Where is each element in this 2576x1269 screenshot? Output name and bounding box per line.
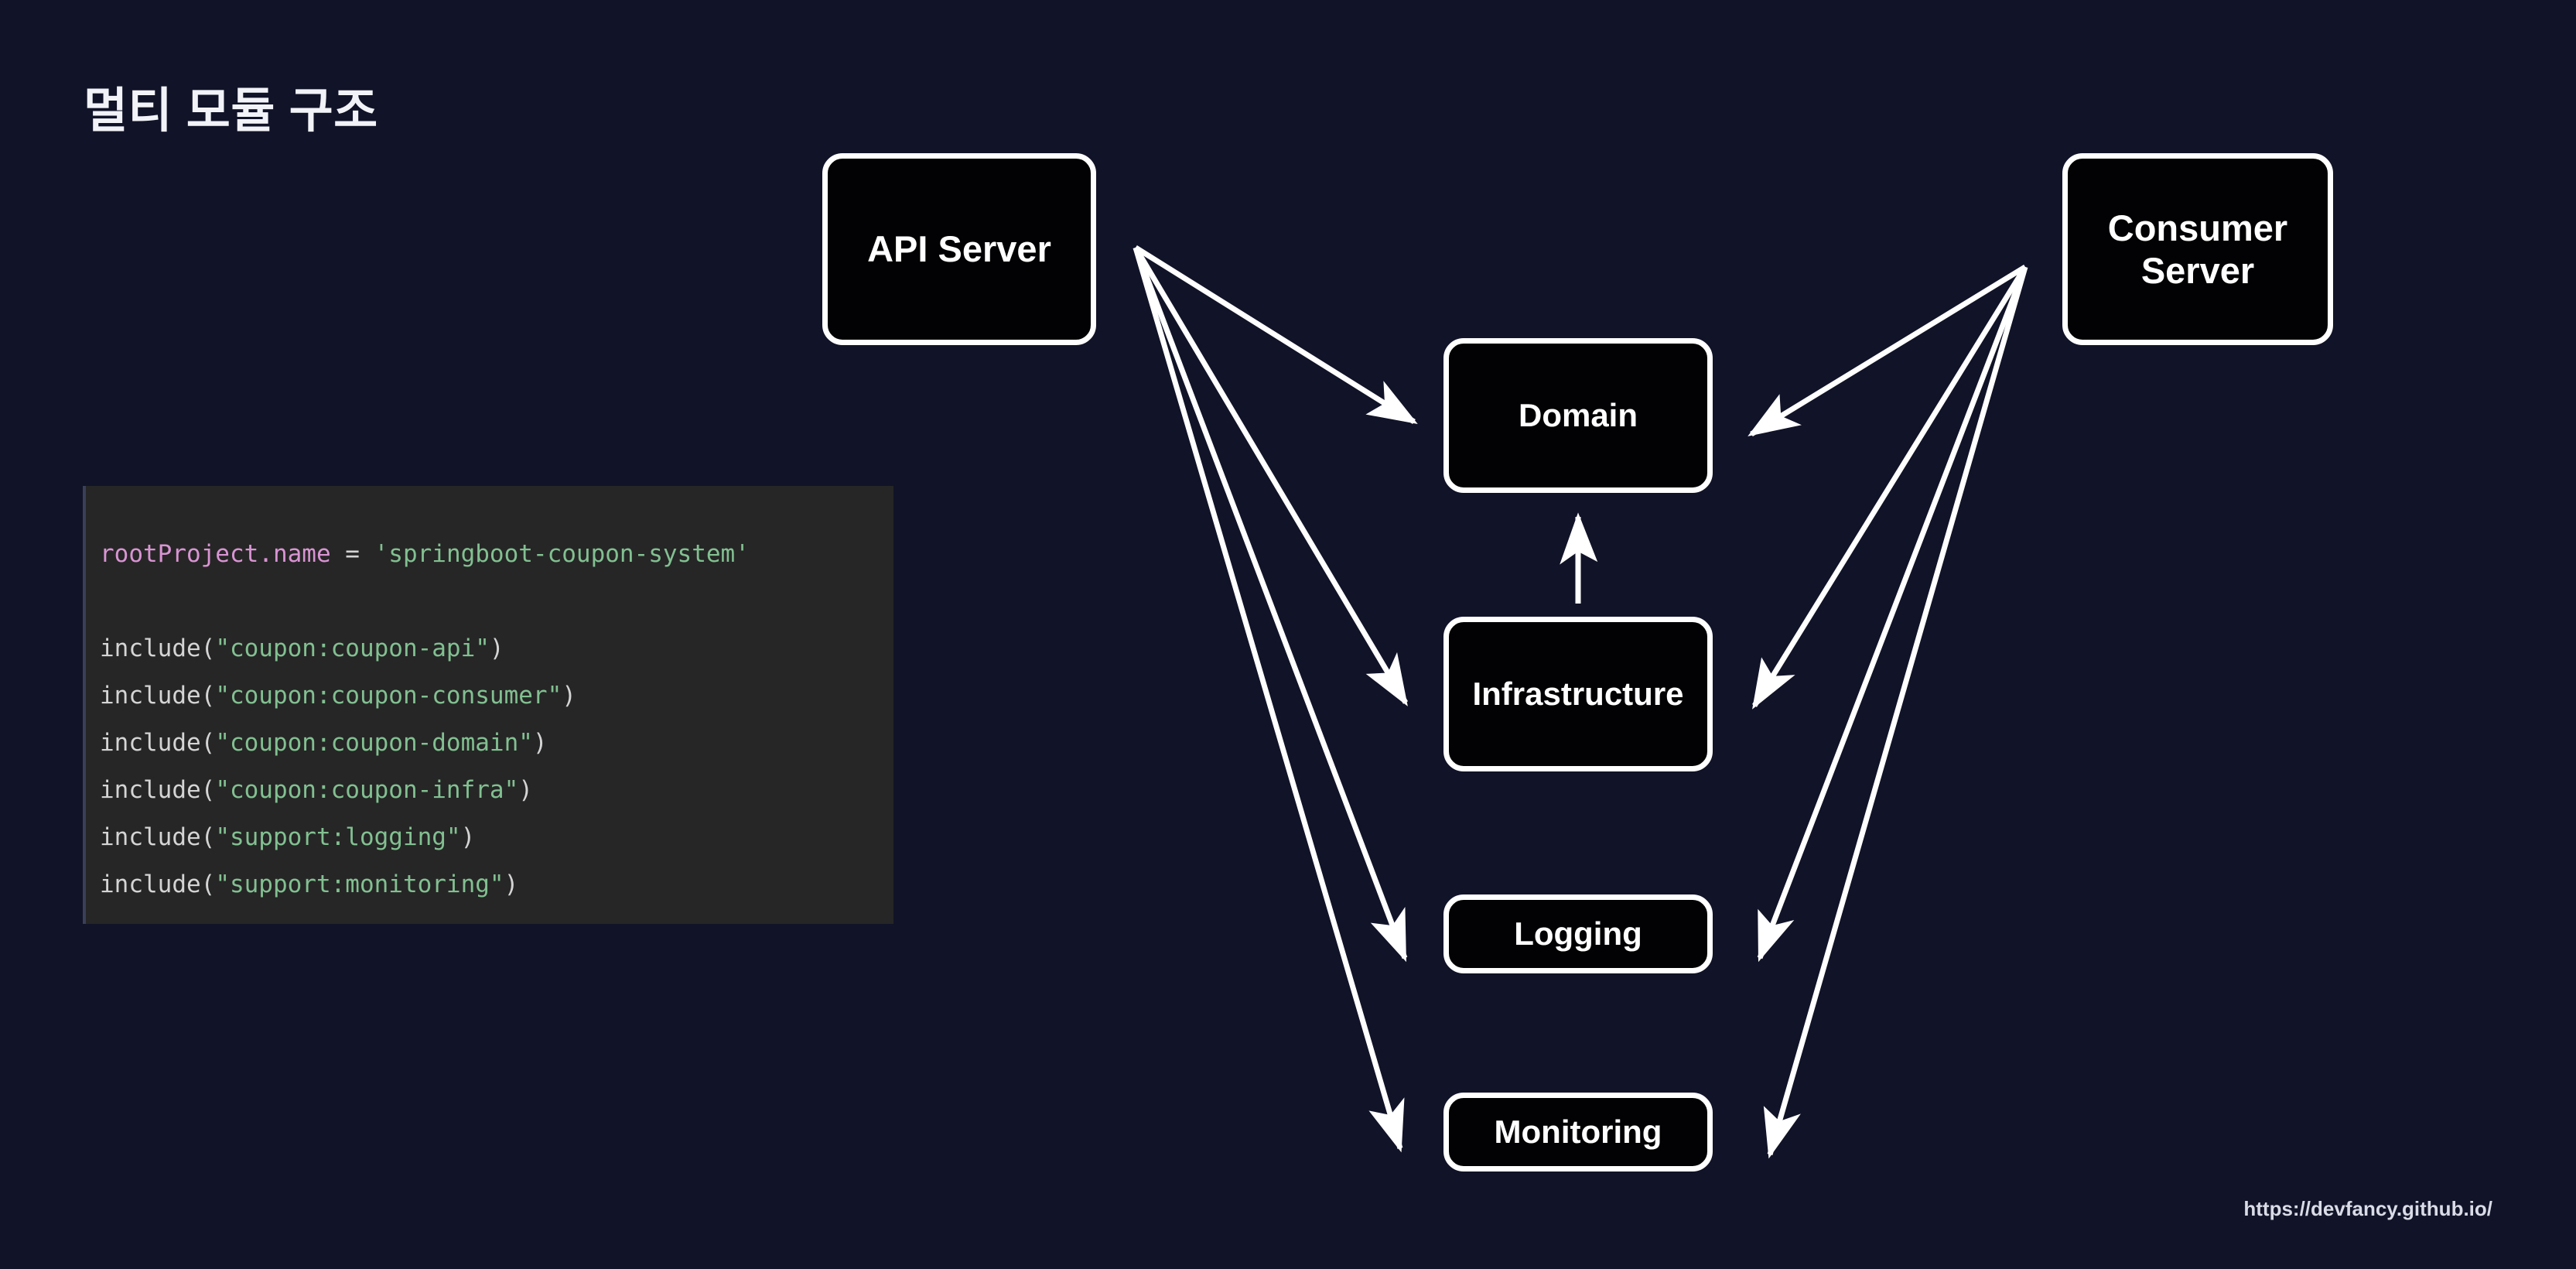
code-block: rootProject.name = 'springboot-coupon-sy… xyxy=(83,486,893,924)
node-consumer-server-label-line2: Server xyxy=(2140,250,2255,291)
code-token: include( xyxy=(100,729,216,757)
node-domain[interactable]: Domain xyxy=(1443,338,1713,493)
edge-consumer-server-to-logging xyxy=(1757,265,2028,963)
code-token: "coupon:coupon-api" xyxy=(215,634,490,662)
node-logging[interactable]: Logging xyxy=(1443,894,1713,973)
code-line: include("support:logging") xyxy=(94,814,893,861)
code-token: "coupon:coupon-infra" xyxy=(215,776,519,804)
node-monitoring-label: Monitoring xyxy=(1494,1113,1662,1151)
code-token: ) xyxy=(489,634,504,662)
edge-api-server-to-infrastructure xyxy=(1133,246,1409,706)
code-line: include("support:monitoring") xyxy=(94,861,893,908)
node-api-server[interactable]: API Server xyxy=(822,153,1096,345)
code-token: "coupon:coupon-consumer" xyxy=(215,682,562,710)
edge-api-server-to-domain xyxy=(1134,245,1418,424)
node-consumer-server[interactable]: Consumer Server xyxy=(2062,153,2333,345)
code-token: = xyxy=(330,540,374,568)
code-token: "coupon:coupon-domain" xyxy=(215,729,533,757)
code-line: rootProject.name = 'springboot-coupon-sy… xyxy=(94,531,893,578)
code-token: include( xyxy=(100,823,216,851)
node-api-server-label: API Server xyxy=(867,228,1051,270)
node-logging-label: Logging xyxy=(1514,915,1642,953)
page-title: 멀티 모듈 구조 xyxy=(84,84,378,138)
node-consumer-server-label: Consumer Server xyxy=(2108,207,2287,292)
code-token: "support:logging" xyxy=(215,823,461,851)
node-monitoring[interactable]: Monitoring xyxy=(1443,1093,1713,1172)
footer-url: https://devfancy.github.io/ xyxy=(2243,1197,2492,1220)
code-token: ) xyxy=(460,823,476,851)
code-token: include( xyxy=(100,776,216,804)
code-token: include( xyxy=(100,871,216,898)
edge-api-server-to-logging xyxy=(1133,246,1408,963)
code-token: ) xyxy=(562,682,576,710)
code-token: rootProject.name xyxy=(100,540,331,568)
edge-consumer-server-to-monitoring xyxy=(1763,266,2028,1159)
code-lines: rootProject.name = 'springboot-coupon-sy… xyxy=(94,531,893,908)
code-token: ) xyxy=(532,729,548,757)
edge-api-server-to-monitoring xyxy=(1133,247,1405,1153)
code-line: include("coupon:coupon-domain") xyxy=(94,720,893,767)
code-token: "support:monitoring" xyxy=(215,871,504,898)
code-token: ) xyxy=(518,776,533,804)
code-line: include("coupon:coupon-api") xyxy=(94,625,893,672)
node-infrastructure-label: Infrastructure xyxy=(1472,676,1684,713)
edge-consumer-server-to-domain xyxy=(1748,265,2027,436)
node-consumer-server-label-line1: Consumer xyxy=(2107,207,2288,248)
edge-consumer-server-to-infrastructure xyxy=(1752,265,2028,710)
code-token: include( xyxy=(100,682,216,710)
code-token: ) xyxy=(504,871,519,898)
node-domain-label: Domain xyxy=(1518,397,1638,434)
node-infrastructure[interactable]: Infrastructure xyxy=(1443,617,1713,771)
code-token: 'springboot-coupon-system' xyxy=(374,540,750,568)
code-token: include( xyxy=(100,634,216,662)
code-line: include("coupon:coupon-consumer") xyxy=(94,672,893,720)
code-line: include("coupon:coupon-infra") xyxy=(94,767,893,814)
